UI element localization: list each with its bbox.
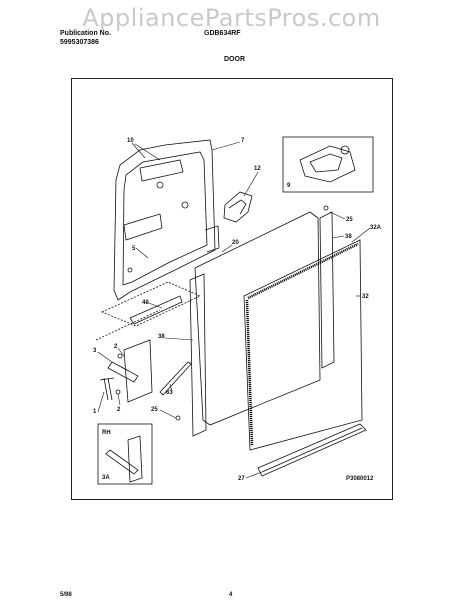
- door-liner-panel: [194, 211, 321, 426]
- callout-1: 1: [93, 409, 97, 415]
- callout-9: 9: [287, 183, 291, 189]
- publication-number: 5995307386: [60, 39, 99, 46]
- dispenser-assembly: [223, 191, 253, 223]
- figure-id: P3080012: [346, 476, 374, 482]
- callout-25-bottom: 25: [151, 407, 158, 413]
- model-number: GDB634RF: [204, 30, 241, 37]
- inner-door-frame: [113, 139, 220, 301]
- callout-7: 7: [241, 138, 245, 144]
- callout-3: 3: [93, 348, 97, 354]
- callout-63: 63: [166, 390, 173, 396]
- hinge-assembly: [99, 339, 153, 403]
- bottom-trim: [257, 423, 367, 477]
- callout-25-top: 25: [346, 217, 353, 223]
- callout-27: 27: [238, 476, 245, 482]
- side-strip-right: [319, 205, 335, 369]
- callout-2-top: 2: [114, 344, 118, 350]
- screw: [175, 415, 181, 421]
- callout-32: 32: [362, 294, 369, 300]
- hinge-rod: [159, 361, 192, 396]
- outer-door-panel: [243, 239, 363, 451]
- callout-20: 20: [232, 240, 239, 246]
- callout-10: 10: [127, 138, 134, 144]
- diagram-frame: [71, 78, 393, 500]
- footer-page: 4: [229, 592, 233, 598]
- callout-3a: 3A: [102, 475, 110, 481]
- section-title: DOOR: [224, 56, 245, 63]
- door-brace: [95, 281, 201, 341]
- footer-date: 5/98: [60, 592, 72, 598]
- callout-2-bottom: 2: [117, 407, 121, 413]
- callout-38-left: 38: [158, 334, 165, 340]
- inset-label-rh: RH: [102, 430, 111, 436]
- callout-32a: 32A: [370, 225, 382, 231]
- watermark: AppliancePartsPros.com: [82, 4, 381, 32]
- callout-38-right: 38: [345, 234, 352, 240]
- side-strip-left: [189, 273, 207, 437]
- rh-hinge-inset: [97, 423, 153, 485]
- detergent-cup-inset: [282, 136, 374, 193]
- callout-5: 5: [132, 246, 136, 252]
- callout-40: 40: [142, 300, 149, 306]
- publication-label: Publication No.: [60, 30, 111, 37]
- callout-12: 12: [254, 166, 261, 172]
